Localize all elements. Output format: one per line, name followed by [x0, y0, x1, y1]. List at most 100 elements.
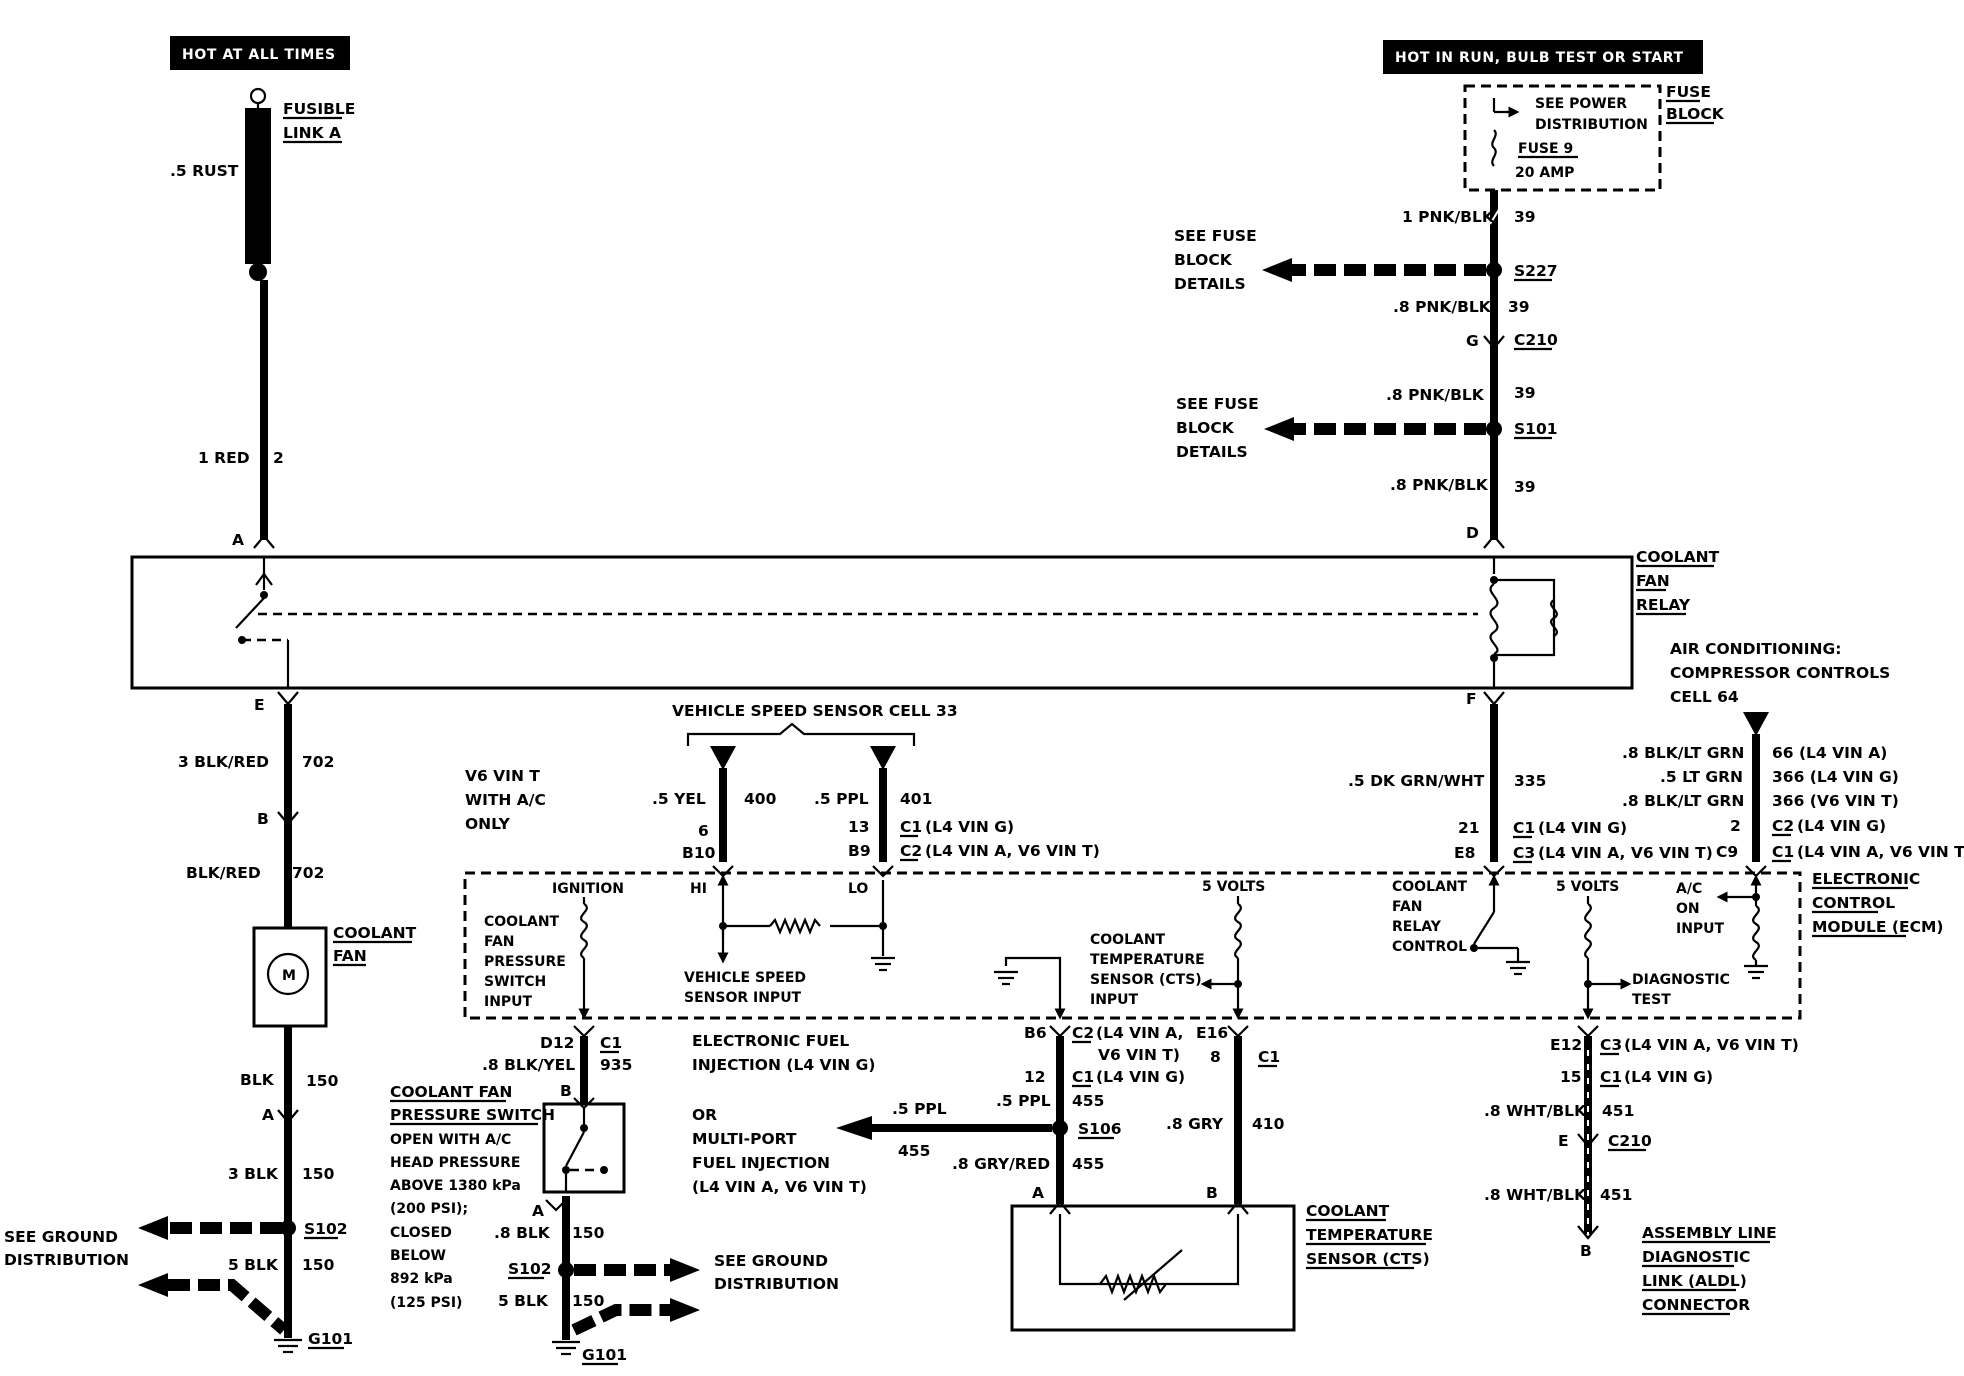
cts-pin-e16: E16 [1196, 1024, 1228, 1042]
aldl-pin-15: 15 [1560, 1068, 1582, 1086]
ecm-diag-2: TEST [1632, 992, 1671, 1008]
mpfi-line-2: FUEL INJECTION [692, 1154, 830, 1172]
cts-wire-gry-red: .8 GRY/RED [952, 1155, 1050, 1173]
relay-out-pin-e8: E8 [1454, 844, 1475, 862]
ac-comp-c2: C2 [1772, 817, 1794, 835]
wire-label-pnk-3: .8 PNK/BLK [1386, 386, 1485, 404]
wire-label-pnk-2: .8 PNK/BLK [1393, 298, 1492, 316]
splice-s102 [280, 1220, 296, 1236]
relay-out-c3-note: (L4 VIN A, V6 VIN T) [1538, 844, 1713, 862]
splice-s227-label: S227 [1514, 262, 1558, 280]
wire-label-pnk-4: .8 PNK/BLK [1390, 476, 1489, 494]
coolant-fan-relay-box [130, 555, 1634, 690]
circuit-2: 2 [273, 449, 284, 467]
aldl-connector-c210: C210 [1608, 1132, 1652, 1150]
ac-comp-circuit-1: 66 (L4 VIN A) [1772, 744, 1887, 762]
ac-comp-title-2: COMPRESSOR CONTROLS [1670, 664, 1890, 682]
coolant-fan-label-2: FAN [333, 947, 367, 965]
aldl-term-b: B [1580, 1242, 1592, 1260]
pswitch-desc-2: HEAD PRESSURE [390, 1155, 520, 1171]
mpfi-line-1: MULTI-PORT [692, 1130, 797, 1148]
ac-comp-title-3: CELL 64 [1670, 688, 1739, 706]
cts-c2-note-1: (L4 VIN A, [1096, 1024, 1183, 1042]
aldl-pin-e12: E12 [1550, 1036, 1582, 1054]
relay-out-pin-21: 21 [1458, 819, 1480, 837]
ecm-cfps-5: INPUT [484, 994, 533, 1010]
vss-pin-13: 13 [848, 818, 870, 836]
ecm-relay-ctrl-2: FAN [1392, 899, 1423, 915]
fuse-block-box [1463, 84, 1662, 192]
ecm-relay-ctrl-4: CONTROL [1392, 939, 1467, 955]
connector-b-fan: B [257, 810, 269, 828]
ecm-box [463, 871, 1802, 1020]
pressure-switch-box [542, 1102, 626, 1194]
ac-note-2: WITH A/C [465, 791, 546, 809]
relay-coil [1489, 557, 1558, 688]
vss-hi: HI [690, 881, 707, 897]
pswitch-desc-3: ABOVE 1380 kPa [390, 1178, 521, 1194]
aldl-c3: C3 [1600, 1036, 1622, 1054]
connector-a-fan: A [262, 1106, 274, 1124]
vss-title: VEHICLE SPEED SENSOR CELL 33 [672, 702, 958, 720]
circuit-150-c: 150 [302, 1256, 335, 1274]
see-ground-1: SEE GROUND [4, 1228, 118, 1246]
vss-connector-c2: C2 [900, 842, 922, 860]
coolant-fan-label-1: COOLANT [333, 924, 417, 942]
efi-line-2: INJECTION (L4 VIN G) [692, 1056, 875, 1074]
circuit-702-a: 702 [302, 753, 334, 771]
splice-s227 [1486, 262, 1502, 278]
splice-s102-b-label: S102 [508, 1260, 552, 1278]
cts-wire-ppl-1: .5 PPL [996, 1092, 1051, 1110]
wire-label-blk-yel: .8 BLK/YEL [482, 1056, 575, 1074]
ground-g101-symbol [274, 1338, 302, 1354]
cts-c1-b: C1 [1258, 1048, 1280, 1066]
ecm-cts-3: SENSOR (CTS) [1090, 972, 1202, 988]
cts-title-2: TEMPERATURE [1306, 1226, 1433, 1244]
see-power-distribution-2: DISTRIBUTION [1535, 117, 1648, 133]
wire-label-red: 1 RED [198, 449, 250, 467]
cts-pin-8: 8 [1210, 1048, 1221, 1066]
ground-g101-label: G101 [308, 1330, 353, 1348]
fuse-9-label: FUSE 9 [1518, 141, 1573, 157]
relay-out-c1: C1 [1513, 819, 1535, 837]
fusible-link-label-2: LINK A [283, 124, 341, 142]
connector-g: G [1466, 332, 1479, 350]
fusible-link [245, 87, 271, 281]
pswitch-desc-8: (125 PSI) [390, 1295, 462, 1311]
wire-label-blk: BLK [240, 1071, 275, 1089]
aldl-title-2: DIAGNOSTIC [1642, 1248, 1750, 1266]
fuse-block-title-1: FUSE [1666, 83, 1711, 101]
ac-comp-c1: C1 [1772, 843, 1794, 861]
circuit-401: 401 [900, 790, 932, 808]
wire-label-blk-red: BLK/RED [186, 864, 261, 882]
ecm-ac-on-3: INPUT [1676, 921, 1725, 937]
vss-pin-6: 6 [698, 822, 709, 840]
cts-pin-b6: B6 [1024, 1024, 1047, 1042]
see-power-distribution-1: SEE POWER [1535, 96, 1627, 112]
thermistor-icon [1099, 1272, 1167, 1296]
pswitch-title-1: COOLANT FAN [390, 1083, 512, 1101]
vss-lo: LO [848, 881, 868, 897]
ac-comp-circuit-3: 366 (V6 VIN T) [1772, 792, 1899, 810]
ac-note-3: ONLY [465, 815, 511, 833]
pswitch-c1: C1 [600, 1034, 622, 1052]
aldl-circuit-451-a: 451 [1602, 1102, 1634, 1120]
cts-circuit-455-b: 455 [898, 1142, 930, 1160]
splice-s106-label: S106 [1078, 1120, 1122, 1138]
header-hot-at-all-times: HOT AT ALL TIMES [170, 36, 350, 70]
ecm-cfps-2: FAN [484, 934, 515, 950]
ecm-cfps-1: COOLANT [484, 914, 560, 930]
ac-note-1: V6 VIN T [465, 767, 540, 785]
cts-wire-ppl-2: .5 PPL [892, 1100, 947, 1118]
pswitch-circuit-150-b: 150 [572, 1292, 605, 1310]
wire-label-blk-red-3: 3 BLK/RED [178, 753, 269, 771]
see-fuse-block-1a: SEE FUSE [1174, 227, 1257, 245]
circuit-150-a: 150 [306, 1072, 339, 1090]
ecm-cts-1: COOLANT [1090, 932, 1166, 948]
vss-pin-b10: B10 [682, 844, 716, 862]
relay-out-c1-note: (L4 VIN G) [1538, 819, 1627, 837]
cts-wire-gry: .8 GRY [1166, 1115, 1224, 1133]
pswitch-desc-7: 892 kPa [390, 1271, 453, 1287]
ecm-title-2: CONTROL [1812, 894, 1895, 912]
ecm-relay-ctrl-1: COOLANT [1392, 879, 1468, 895]
